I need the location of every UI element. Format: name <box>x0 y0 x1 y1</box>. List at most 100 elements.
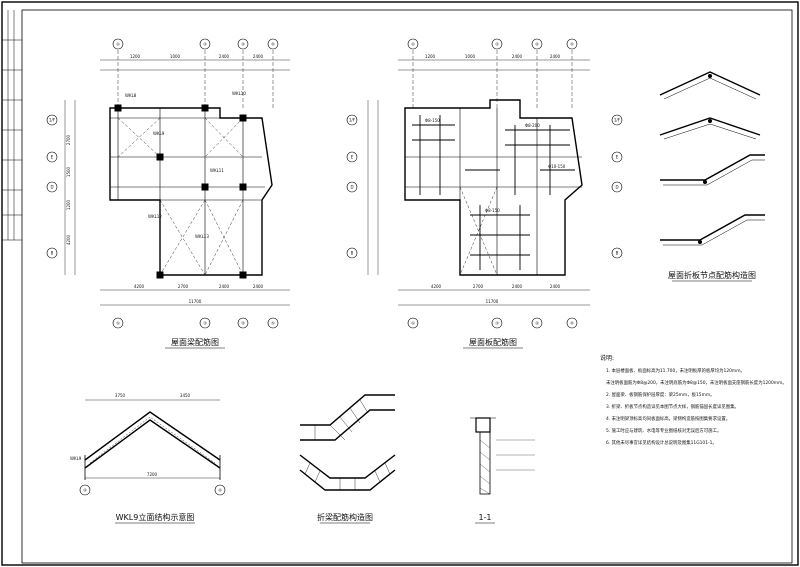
dim-bottom: 2400 <box>253 284 264 289</box>
slab-label: Φ8-150 <box>485 208 500 213</box>
grid-left-right: 1/F E D B 1/F E D B <box>346 100 623 275</box>
axis-label: ③ <box>495 42 499 47</box>
beam-plan: ① ③ ④ ⑤ 1200 1000 2400 2400 1/F E D B 27… <box>46 38 290 349</box>
axis-label: ① <box>411 321 415 326</box>
section-title: 1-1 <box>478 513 491 522</box>
notes-block: 说明: 1. 本层楼面板、板面标高为11.700，未注明板厚的板厚均为120mm… <box>600 354 787 446</box>
dim-bottom: 2700 <box>473 284 484 289</box>
folded-beam-details <box>299 394 396 491</box>
axis-label: ① <box>411 42 415 47</box>
note-item: 3. 折梁、折板节点构造详见本图节点大样，钢筋锚固长度详见图集。 <box>606 403 739 410</box>
dim-total: 11700 <box>189 299 202 304</box>
axis-label: E <box>51 155 54 160</box>
dim-top: 2400 <box>512 54 523 59</box>
dim-bottom: 2400 <box>219 284 230 289</box>
dim-left: 2700 <box>66 134 71 145</box>
axis-label: ⑤ <box>271 42 275 47</box>
axis-label: ③ <box>203 42 207 47</box>
dim-bottom: 4200 <box>431 284 442 289</box>
detail-title: 屋面折板节点配筋构造图 <box>668 270 756 280</box>
axis-label: ③ <box>495 321 499 326</box>
axis-label: D <box>50 185 53 190</box>
dim-top: 1200 <box>425 54 436 59</box>
dim-top: 1200 <box>130 54 141 59</box>
note-item: 4. 未注明梁顶标高均同板面标高，梁侧构造筋按图集要求设置。 <box>606 415 730 422</box>
dim-beam-total: 7200 <box>147 472 158 477</box>
axis-label: ④ <box>241 321 245 326</box>
axis-label: ⑤ <box>271 321 275 326</box>
inner-frame <box>21 9 793 564</box>
slab-outline <box>404 99 583 276</box>
beam-annotations: WKL8 WKL9 WKL10 WKL11 WKL12 WKL13 <box>125 91 246 239</box>
beam-label: WKL10 <box>232 91 246 96</box>
stair-title: 折梁配筋构造图 <box>317 512 373 522</box>
axis-label: 1/F <box>49 118 56 123</box>
dim-bottom: 4200 <box>134 284 145 289</box>
beam-elevation: 3750 3450 7200 <box>79 393 226 496</box>
axis-label: 1/F <box>349 118 356 123</box>
dim-left: 1500 <box>66 166 71 177</box>
grid-left-left: 1/F E D B 2700 1500 1200 4200 <box>46 100 76 275</box>
axis-label: B <box>351 251 354 256</box>
axis-label: ③ <box>203 321 207 326</box>
axis-label: 1/F <box>614 118 621 123</box>
axis-label: ④ <box>535 42 539 47</box>
slab-label: Φ10-150 <box>548 164 566 169</box>
folded-slab-details <box>659 71 765 246</box>
axis-label: B <box>616 251 619 256</box>
beam-title: WKL9立面结构示意图 <box>116 512 195 522</box>
dim-beam: 3750 <box>115 393 126 398</box>
axis-label: E <box>351 155 354 160</box>
note-item: 6. 其他未尽事宜详见结构设计总说明及图集11G101-1。 <box>606 439 717 446</box>
dim-total: 11700 <box>486 299 499 304</box>
axis-label: ② <box>83 488 87 493</box>
axis-label: D <box>350 185 353 190</box>
grid-top-left: ① ③ ④ ⑤ 1200 1000 2400 2400 <box>100 38 290 110</box>
grid-bottom-right: 4200 2700 2400 2400 11700 ① ③ ④ ⑤ <box>398 284 590 329</box>
plan-outline <box>109 104 273 279</box>
beam-label: WKL8 <box>125 93 137 98</box>
note-item: 1. 本层楼面板、板面标高为11.700，未注明板厚的板厚均为120mm。 <box>606 367 745 374</box>
dim-top: 2400 <box>253 54 264 59</box>
axis-label: ⑤ <box>570 42 574 47</box>
section-1-1 <box>470 417 535 495</box>
axis-label: ④ <box>218 488 222 493</box>
beam-label: WKL13 <box>195 234 209 239</box>
slab-label: Φ8-200 <box>525 123 540 128</box>
dim-left: 1200 <box>66 199 71 210</box>
dim-top: 1000 <box>170 54 181 59</box>
beam-tag: WKL9 <box>70 456 82 461</box>
dim-bottom: 2400 <box>512 284 523 289</box>
grid-top-right: ① ③ ④ ⑤ 1200 1000 2400 2400 <box>398 38 590 110</box>
grid-bottom-left: 4200 2700 2400 2400 11700 ① ③ ④ ⑤ <box>100 284 290 329</box>
axis-label: ④ <box>535 321 539 326</box>
axis-label: ⑤ <box>570 321 574 326</box>
plan-title: 屋面板配筋图 <box>469 337 517 347</box>
dim-bottom: 2700 <box>178 284 189 289</box>
note-item: 2. 屋面梁、板钢筋保护层厚度：梁25mm，板15mm。 <box>606 391 715 398</box>
axis-label: ① <box>116 42 120 47</box>
dim-left: 4200 <box>66 234 71 245</box>
beam-label: WKL11 <box>210 168 224 173</box>
plan-title: 屋面梁配筋图 <box>171 337 219 347</box>
dim-top: 2400 <box>219 54 230 59</box>
axis-label: ④ <box>241 42 245 47</box>
slab-label: Φ8-150 <box>425 118 440 123</box>
beam-label: WKL12 <box>148 214 162 219</box>
dim-top: 2400 <box>550 54 561 59</box>
dim-top: 1000 <box>465 54 476 59</box>
beam-label: WKL9 <box>153 131 165 136</box>
axis-label: B <box>51 251 54 256</box>
notes-heading: 说明: <box>600 354 614 362</box>
axis-label: E <box>616 155 619 160</box>
axis-label: ① <box>116 321 120 326</box>
axis-label: D <box>615 185 618 190</box>
note-item: 未注明板面筋为Φ8@200，未注明底筋为Φ8@150，未注明板面支座钢筋长度为1… <box>606 379 787 386</box>
dim-beam: 3450 <box>180 393 191 398</box>
note-item: 5. 施工时应与建筑、水电等专业图纸核对无误后方可施工。 <box>606 427 721 434</box>
slab-annotations: Φ8-150 Φ8-200 Φ8-150 Φ10-150 <box>425 118 566 213</box>
title-block <box>2 10 22 241</box>
dim-bottom: 2400 <box>550 284 561 289</box>
